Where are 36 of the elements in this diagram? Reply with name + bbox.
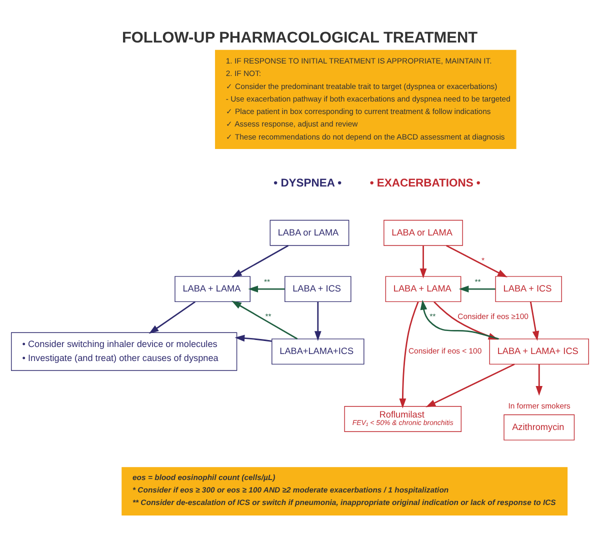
- edge-label: *: [482, 256, 485, 265]
- arrow: [536, 364, 543, 396]
- node-box: Azithromycin: [504, 414, 575, 440]
- node-box: LABA + LAMA: [385, 276, 462, 302]
- arrow: [399, 301, 419, 408]
- arrow: [232, 244, 289, 278]
- node-box: eos = blood eosinophil count (cells/µL) * Consider if eos ≥ 300 or eos ≥ 100 AND ≥2 moderate exacerbations / 1 hospitalization ** Consider de-escalation of ICS or switch if pneumonia, inappropriate original indication or lack of response to ICS: [122, 467, 568, 516]
- edge-label: **: [265, 312, 272, 322]
- arrow: [446, 244, 508, 278]
- arrow: [530, 302, 540, 341]
- node-box: • Consider switching inhaler device or molecules • Investigate (and treat) other causes of dyspnea: [11, 332, 238, 371]
- node-box: LABA+LAMA+ICS: [272, 338, 364, 365]
- arrow: [148, 301, 196, 334]
- arrow: [234, 334, 272, 342]
- node-box: LABA or LAMA: [384, 220, 463, 246]
- arrow: [420, 246, 427, 278]
- arrow: [314, 302, 322, 341]
- arrow: [426, 364, 515, 408]
- diagram-title: FOLLOW-UP PHARMACOLOGICAL TREATMENT: [122, 29, 478, 46]
- node-box: LABA or LAMA: [270, 220, 350, 246]
- node-box: 1. IF RESPONSE TO INITIAL TREATMENT IS APPROPRIATE, MAINTAIN IT. 2. IF NOT: ✓ Consider the predominant treatable trait to target (dyspnea or exacerbations) - Use exacerbation pathway if both exacerbations and dyspnea need to be targeted ✓ Place patient in box corresponding to current treatment & follow indications ✓ Assess response, adjust and review ✓ These recommendations do not depend on the ABCD assessment at diagnosis: [215, 50, 516, 149]
- edge-label: Consider if eos ≥100: [458, 312, 528, 322]
- label: • EXACERBATIONS •: [370, 177, 480, 190]
- label: • DYSPNEA •: [274, 177, 342, 190]
- arrow: [232, 300, 298, 340]
- node-box: LABA + LAMA: [174, 276, 250, 302]
- arrow: [458, 286, 496, 292]
- node-box: LABA + ICS: [495, 276, 562, 302]
- edge-label: **: [264, 278, 270, 287]
- node-box: LABA + LAMA+ ICS: [489, 338, 589, 365]
- node-label: In former smokers: [508, 401, 570, 410]
- node-box: LABA + ICS: [284, 276, 352, 302]
- edge-label: Consider if eos < 100: [408, 346, 482, 356]
- arrow: [248, 286, 285, 292]
- edge-label: **: [430, 312, 436, 322]
- edge-label: **: [474, 278, 481, 287]
